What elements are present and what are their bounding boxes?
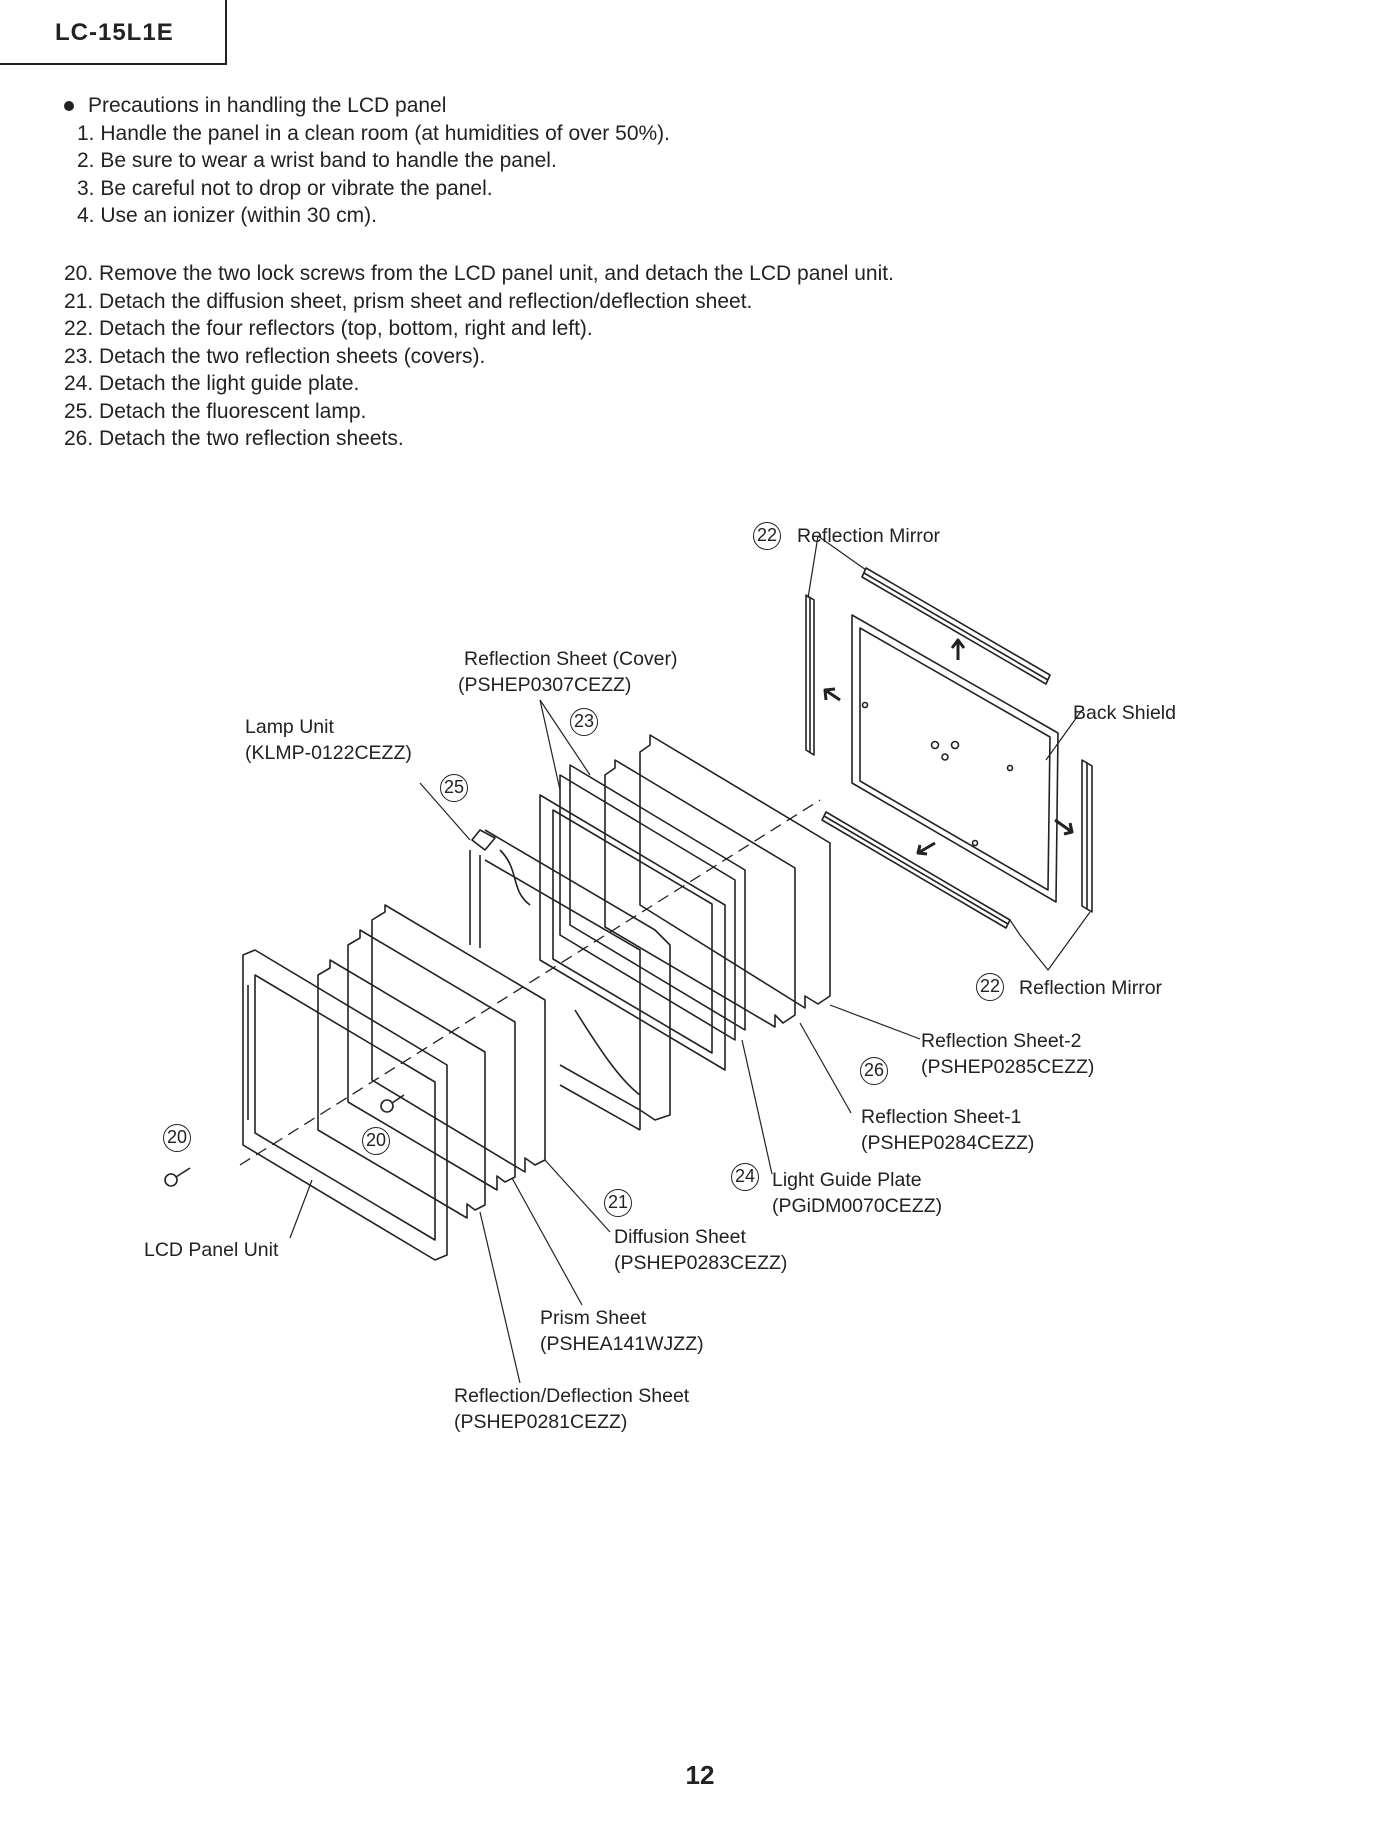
reflection-mirror-bottom-part [821,811,1011,929]
callout-part-number: (PSHEP0283CEZZ) [614,1251,788,1274]
callout-part-number: (PSHEP0284CEZZ) [861,1131,1035,1154]
callout-diffusion-sheet: Diffusion Sheet (PSHEP0283CEZZ) [614,1225,787,1276]
callout-lamp-unit: Lamp Unit (KLMP-0122CEZZ) [245,715,412,766]
step-item: 25. Detach the fluorescent lamp. [64,399,367,423]
callout-number: 25 [440,774,468,802]
callout-part-number: (PSHEA141WJZZ) [540,1332,704,1355]
callout-number: 20 [362,1127,390,1155]
reflection-sheet-cover-part [539,794,726,1071]
reflection-deflection-sheet-part [317,959,486,1219]
reflection-mirror-left-part [805,594,815,756]
callout-back-shield: Back Shield [1073,702,1176,724]
disassembly-steps: 20. Remove the two lock screws from the … [64,260,894,453]
precautions-section: Precautions in handling the LCD panel 1.… [64,92,670,230]
callout-part-number: (PGiDM0070CEZZ) [772,1194,943,1217]
callout-part-number: (PSHEP0281CEZZ) [454,1410,628,1433]
callout-reflection-sheet-cover: Reflection Sheet (Cover) (PSHEP0307CEZZ) [458,647,678,698]
back-shield-part [851,614,1059,903]
precaution-item: 1. Handle the panel in a clean room (at … [77,121,670,145]
model-header-box: LC-15L1E [0,0,227,65]
reflection-mirror-right-part [1081,759,1093,913]
callout-number: 21 [604,1189,632,1217]
step-item: 20. Remove the two lock screws from the … [64,262,894,285]
callout-label: Light Guide Plate [772,1169,922,1191]
screw-right-part [380,1094,405,1113]
callout-label: Reflection Sheet-2 [921,1030,1082,1052]
arrow-down-left-icon [916,841,936,856]
step-item: 21. Detach the diffusion sheet, prism sh… [64,289,753,313]
callout-label: Diffusion Sheet [614,1226,746,1248]
arrow-up-icon [950,638,966,660]
precaution-item: 4. Use an ionizer (within 30 cm). [77,204,377,227]
step-item: 26. Detach the two reflection sheets. [64,427,404,450]
precaution-item: 2. Be sure to wear a wrist band to handl… [77,149,557,172]
page-number: 12 [685,1760,715,1790]
reflection-sheet-1-part [604,759,796,1028]
lamp-unit-part [469,829,671,1131]
reflection-mirror-top-part [861,567,1051,685]
callout-part-number: (PSHEP0285CEZZ) [921,1055,1095,1078]
callout-lcd-panel-unit: LCD Panel Unit [144,1239,279,1261]
callout-reflection-deflection-sheet: Reflection/Deflection Sheet (PSHEP0281CE… [454,1384,689,1435]
step-item: 24. Detach the light guide plate. [64,372,360,395]
assembly-axis-line [239,799,821,1166]
callout-light-guide-plate: Light Guide Plate (PGiDM0070CEZZ) [772,1168,942,1219]
callout-number: 23 [570,708,598,736]
callout-part-number: (KLMP-0122CEZZ) [245,741,412,764]
precautions-title: Precautions in handling the LCD panel [88,94,447,117]
arrow-left-icon [823,687,841,702]
callout-number: 20 [163,1124,191,1152]
callout-reflection-mirror-top: Reflection Mirror [797,525,941,547]
lcd-panel-unit-part [242,949,448,1261]
reflection-sheet-2-part [639,734,831,1009]
precautions-title-row: Precautions in handling the LCD panel [64,92,670,120]
callout-label: Reflection Sheet (Cover) [464,648,678,670]
light-guide-plate-part [559,764,746,1041]
callout-reflection-mirror-bottom: Reflection Mirror [1019,977,1163,999]
prism-sheet-part [347,929,516,1191]
diffusion-sheet-part [371,904,546,1173]
leader-lines [289,535,1091,1384]
precaution-item: 3. Be careful not to drop or vibrate the… [77,176,493,200]
model-number: LC-15L1E [55,19,174,46]
callout-reflection-sheet-2: Reflection Sheet-2 (PSHEP0285CEZZ) [921,1029,1094,1080]
arrow-right-icon [1054,818,1074,836]
callout-label: Reflection Sheet-1 [861,1106,1022,1128]
callout-label: Prism Sheet [540,1307,647,1329]
callout-number: 22 [753,522,781,550]
callout-number: 24 [731,1163,759,1191]
callout-prism-sheet: Prism Sheet (PSHEA141WJZZ) [540,1306,704,1357]
callout-label: Reflection/Deflection Sheet [454,1385,690,1407]
screw-left-part [164,1167,191,1187]
callout-number: 22 [976,973,1004,1001]
step-item: 22. Detach the four reflectors (top, bot… [64,317,593,340]
callout-label: Lamp Unit [245,716,334,738]
callout-part-number: (PSHEP0307CEZZ) [458,673,632,696]
step-item: 23. Detach the two reflection sheets (co… [64,344,486,368]
callout-reflection-sheet-1: Reflection Sheet-1 (PSHEP0284CEZZ) [861,1105,1034,1156]
callout-number: 26 [860,1057,888,1085]
bullet-icon [64,101,74,111]
